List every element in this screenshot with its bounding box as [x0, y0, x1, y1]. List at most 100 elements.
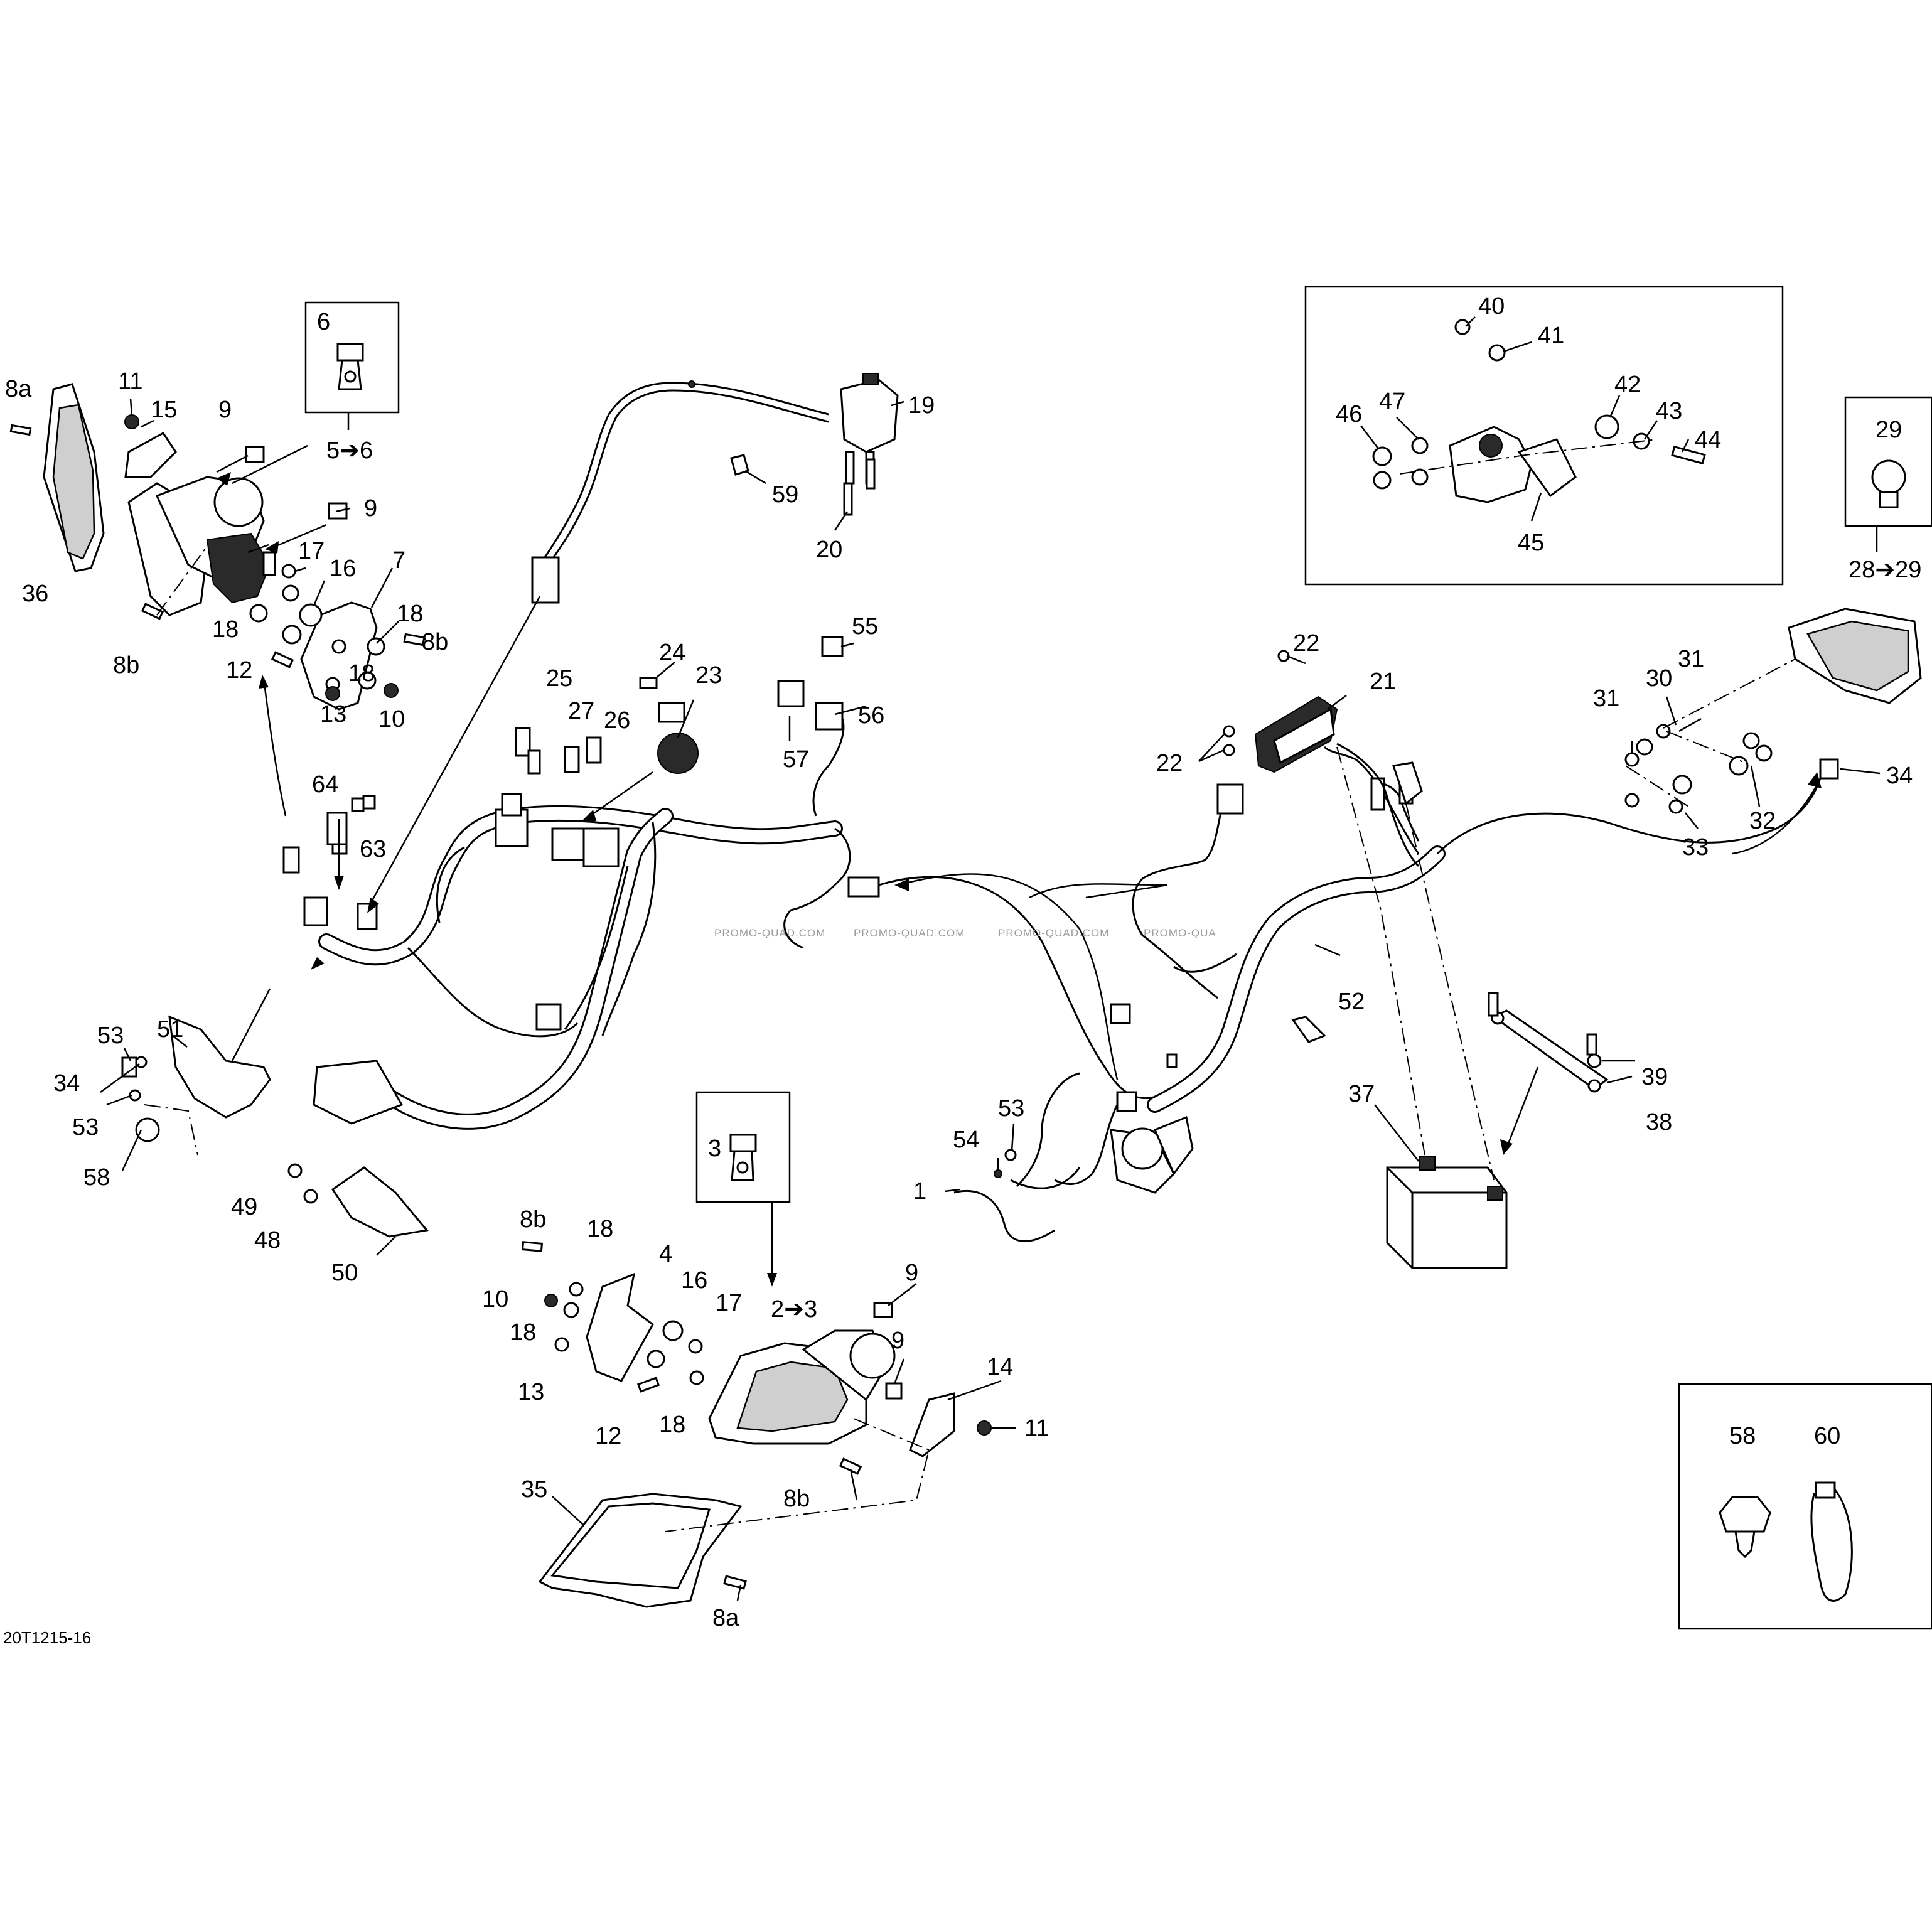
solenoid-inset-parts: [1372, 319, 1706, 503]
callout-18: 18: [587, 1216, 613, 1242]
callout-16: 16: [681, 1267, 707, 1294]
callout-56: 56: [858, 702, 884, 729]
callout-8a: 8a: [5, 376, 32, 402]
arrowheads: [217, 472, 1822, 1287]
callout-52: 52: [1338, 989, 1365, 1015]
mount-bracket-7: [300, 601, 378, 711]
callout-38: 38: [1646, 1109, 1672, 1135]
callout-2-to-3: 2➔3: [771, 1296, 817, 1323]
callout-6: 6: [317, 309, 330, 335]
callout-13: 13: [320, 701, 346, 727]
callout-20: 20: [816, 537, 842, 563]
right-headlight-assembly: [708, 1329, 896, 1445]
callout-39: 39: [1641, 1064, 1668, 1090]
callout-14: 14: [987, 1354, 1013, 1380]
callout-17: 17: [716, 1290, 742, 1316]
assembly-arrows: [231, 444, 1822, 1149]
callout-51: 51: [157, 1016, 183, 1043]
callout-18: 18: [212, 616, 239, 643]
callout-53: 53: [72, 1114, 99, 1140]
callout-59: 59: [772, 481, 798, 508]
callout-57: 57: [783, 746, 809, 773]
callout-19: 19: [908, 392, 935, 419]
inset-frame-solenoid: [1304, 286, 1784, 586]
callout-49: 49: [231, 1194, 257, 1220]
callout-22: 22: [1293, 630, 1319, 657]
fastener-inset-parts: [1719, 1481, 1853, 1602]
main-wiring-harness: [318, 715, 1822, 1188]
callout-18: 18: [510, 1319, 536, 1346]
leader-lines: [100, 316, 1881, 1601]
callout-8b: 8b: [113, 652, 139, 679]
callout-30: 30: [1646, 665, 1672, 692]
callout-35: 35: [521, 1476, 547, 1503]
watermark-text: PROMO-QUAD.COM: [714, 927, 825, 939]
callout-63: 63: [360, 836, 386, 862]
callout-13: 13: [518, 1379, 544, 1405]
callout-64: 64: [312, 771, 338, 798]
callout-22: 22: [1156, 750, 1183, 776]
headlight-bezel-35: [538, 1493, 747, 1608]
callout-47: 47: [1379, 389, 1405, 415]
callout-42: 42: [1614, 372, 1641, 398]
callout-25: 25: [546, 665, 572, 692]
callout-40: 40: [1478, 293, 1505, 319]
taillight-assembly: [1624, 608, 1922, 814]
callout-29: 29: [1876, 417, 1902, 443]
callout-24: 24: [659, 640, 685, 666]
callout-12: 12: [226, 657, 252, 684]
callout-10: 10: [482, 1286, 508, 1312]
callout-17: 17: [298, 538, 325, 564]
callout-8b: 8b: [520, 1206, 546, 1233]
callout-10: 10: [378, 706, 405, 733]
callout-15: 15: [151, 397, 177, 423]
mount-bracket-4: [586, 1272, 654, 1382]
callout-8b: 8b: [422, 629, 448, 655]
handlebar-switch-19: [688, 373, 899, 516]
switch-harness-branch: [539, 382, 829, 566]
callout-33: 33: [1682, 834, 1709, 861]
callout-44: 44: [1695, 427, 1721, 453]
callout-58: 58: [1729, 1423, 1756, 1449]
watermark-text: PROMO-QUAD.COM: [998, 927, 1109, 939]
callout-4: 4: [659, 1241, 672, 1267]
inset-frame-bulb-3: [695, 1091, 791, 1203]
callout-34: 34: [1886, 763, 1913, 789]
callout-9: 9: [218, 397, 232, 423]
callout-41: 41: [1538, 323, 1564, 349]
callout-18: 18: [397, 601, 423, 627]
callout-43: 43: [1656, 398, 1682, 424]
harness-connectors: [282, 556, 1839, 1125]
watermark-text: PROMO-QUAD.COM: [854, 927, 965, 939]
callout-60: 60: [1814, 1423, 1840, 1449]
callout-46: 46: [1336, 401, 1362, 427]
starter-solenoid-1: [953, 1115, 1194, 1242]
inset-frame-fasteners: [1678, 1383, 1932, 1630]
left-headlight-assembly: [43, 383, 276, 616]
bulb-6: [336, 343, 364, 390]
callout-3: 3: [708, 1135, 721, 1162]
callout-labels: 8a 11 15 9 5➔6 6 9 36 17 16 7 18 8b 18 8…: [5, 293, 1921, 1631]
battery-strap-38: [1488, 992, 1609, 1093]
callout-1: 1: [913, 1178, 926, 1205]
callout-31: 31: [1593, 685, 1619, 712]
callout-50: 50: [331, 1260, 358, 1286]
watermark-text: PROMO-QUA: [1144, 927, 1216, 939]
bracket-51: [121, 1015, 271, 1142]
callout-27: 27: [568, 698, 594, 724]
callout-45: 45: [1518, 530, 1544, 556]
inset-frame-bulb-6: [304, 301, 400, 414]
watermarks: PROMO-QUAD.COM PROMO-QUAD.COM PROMO-QUAD…: [714, 927, 1216, 939]
callout-23: 23: [695, 662, 722, 689]
callout-32: 32: [1749, 808, 1776, 834]
callout-8b: 8b: [783, 1486, 810, 1512]
callout-18: 18: [659, 1412, 685, 1438]
callout-26: 26: [604, 707, 630, 734]
callout-9: 9: [364, 495, 377, 522]
callout-54: 54: [953, 1127, 979, 1153]
callout-5-to-6: 5➔6: [326, 437, 373, 464]
callout-8a: 8a: [712, 1605, 739, 1631]
callout-31: 31: [1678, 646, 1704, 672]
drawing-reference: 20T1215-16: [3, 1628, 91, 1647]
callout-9: 9: [905, 1260, 918, 1286]
